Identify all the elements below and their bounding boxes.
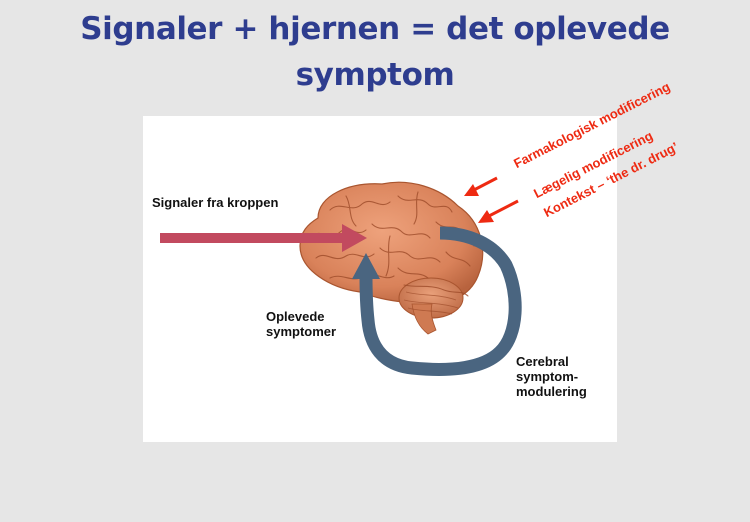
cerebral-modulation-line-3: modulering xyxy=(516,384,587,399)
experienced-symptoms-line-1: Oplevede xyxy=(266,309,325,324)
cerebral-modulation-label: Cerebral symptom- modulering xyxy=(516,354,587,399)
cerebral-modulation-line-2: symptom- xyxy=(516,369,579,384)
experienced-symptoms-label: Oplevede symptomer xyxy=(266,309,336,339)
slide-title: Signaler + hjernen = det oplevede sympto… xyxy=(0,6,750,98)
modulation-loop-arrow xyxy=(359,226,522,376)
modifier-arrow-physician xyxy=(478,199,519,223)
modifier-arrow-pharmacological xyxy=(464,176,498,196)
input-signals-label: Signaler fra kroppen xyxy=(152,195,279,210)
modulation-loop-arrowhead xyxy=(352,253,380,279)
cerebral-modulation-line-1: Cerebral xyxy=(516,354,569,369)
signal-arrow xyxy=(160,224,367,252)
title-line-2: symptom xyxy=(295,57,455,93)
title-line-1: Signaler + hjernen = det oplevede xyxy=(80,11,670,47)
experienced-symptoms-line-2: symptomer xyxy=(266,324,337,339)
